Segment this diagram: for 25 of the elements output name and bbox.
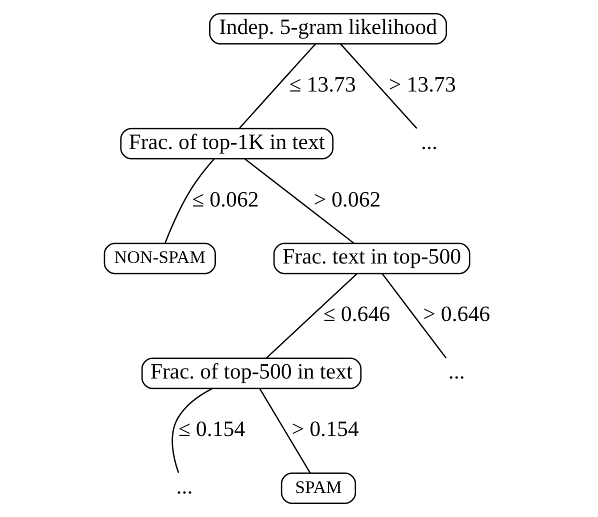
- node-box: SPAM: [280, 472, 356, 504]
- node-text: ...: [448, 360, 465, 384]
- edge-label: ≤ 0.062: [192, 187, 259, 212]
- connector: [239, 43, 316, 129]
- connector: [244, 158, 354, 244]
- edge-label: ≤ 0.154: [178, 417, 246, 442]
- node-box: Frac. text in top-500: [273, 242, 470, 274]
- node-text: ...: [176, 474, 193, 498]
- node-box: Indep. 5-gram likelihood: [209, 13, 448, 44]
- edge-label: > 13.73: [388, 72, 456, 96]
- edge-label: ≤ 0.646: [323, 302, 390, 326]
- edge-label: > 0.646: [423, 302, 490, 326]
- connector: [164, 158, 215, 244]
- node-box: Frac. of top-1K in text: [120, 128, 334, 160]
- edge-label: > 0.154: [292, 417, 359, 442]
- connector: [259, 388, 311, 474]
- connector: [340, 43, 418, 129]
- node-box: Frac. of top-500 in text: [141, 358, 362, 390]
- edge-label: ≤ 13.73: [289, 72, 356, 96]
- connector: [266, 273, 358, 359]
- connector: [172, 388, 213, 473]
- connector: [382, 273, 447, 359]
- edge-label: > 0.062: [314, 187, 381, 212]
- node-text: ...: [421, 130, 438, 154]
- node-box: NON-SPAM: [104, 242, 216, 274]
